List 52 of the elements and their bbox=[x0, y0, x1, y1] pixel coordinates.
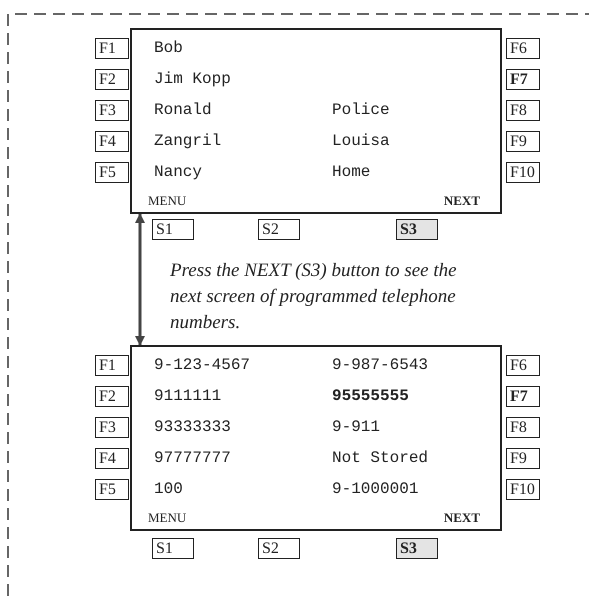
key-button: F4 bbox=[95, 131, 129, 152]
display-entry: Bob bbox=[154, 39, 183, 57]
key-button: F8 bbox=[506, 417, 540, 438]
key-button: F9 bbox=[506, 448, 540, 469]
display-entry: 9-1000001 bbox=[332, 480, 418, 498]
key-button: F1 bbox=[95, 355, 129, 376]
display-entry: 95555555 bbox=[332, 387, 409, 405]
key-button: F5 bbox=[95, 162, 129, 183]
key-button: F6 bbox=[506, 355, 540, 376]
key-button: S3 bbox=[396, 219, 438, 240]
display-entry: Nancy bbox=[154, 163, 202, 181]
display-entry: 9-123-4567 bbox=[154, 356, 250, 374]
key-button: F9 bbox=[506, 131, 540, 152]
key-button: F7 bbox=[506, 69, 540, 90]
instruction-text: Press the NEXT (S3) button to see the next screen of programmed telephone numbers. bbox=[170, 259, 458, 335]
key-button: F1 bbox=[95, 38, 129, 59]
key-button: F10 bbox=[506, 479, 540, 500]
next-label: NEXT bbox=[444, 511, 480, 525]
display-entry: 9111111 bbox=[154, 387, 222, 405]
key-button: S1 bbox=[152, 219, 194, 240]
key-button: F2 bbox=[95, 386, 129, 407]
display-entry: 9-911 bbox=[332, 418, 380, 436]
double-arrow bbox=[135, 213, 145, 346]
key-button: S2 bbox=[258, 219, 300, 240]
key-button: S2 bbox=[258, 538, 300, 559]
key-button: F3 bbox=[95, 417, 129, 438]
display-entry: 93333333 bbox=[154, 418, 231, 436]
key-button: F4 bbox=[95, 448, 129, 469]
key-button: F2 bbox=[95, 69, 129, 90]
display-screen bbox=[130, 28, 502, 214]
key-button: F6 bbox=[506, 38, 540, 59]
next-label: NEXT bbox=[444, 194, 480, 208]
menu-label: MENU bbox=[148, 194, 186, 208]
display-entry: Louisa bbox=[332, 132, 390, 150]
key-button: F8 bbox=[506, 100, 540, 121]
key-button: S3 bbox=[396, 538, 438, 559]
display-entry: 9-987-6543 bbox=[332, 356, 428, 374]
display-entry: Police bbox=[332, 101, 390, 119]
key-button: F7 bbox=[506, 386, 540, 407]
display-screen bbox=[130, 345, 502, 531]
key-button: S1 bbox=[152, 538, 194, 559]
key-button: F10 bbox=[506, 162, 540, 183]
display-entry: Zangril bbox=[154, 132, 222, 150]
key-button: F3 bbox=[95, 100, 129, 121]
key-button: F5 bbox=[95, 479, 129, 500]
menu-label: MENU bbox=[148, 511, 186, 525]
display-entry: 100 bbox=[154, 480, 183, 498]
display-entry: 97777777 bbox=[154, 449, 231, 467]
display-entry: Home bbox=[332, 163, 370, 181]
display-entry: Ronald bbox=[154, 101, 212, 119]
display-entry: Not Stored bbox=[332, 449, 428, 467]
display-entry: Jim Kopp bbox=[154, 70, 231, 88]
